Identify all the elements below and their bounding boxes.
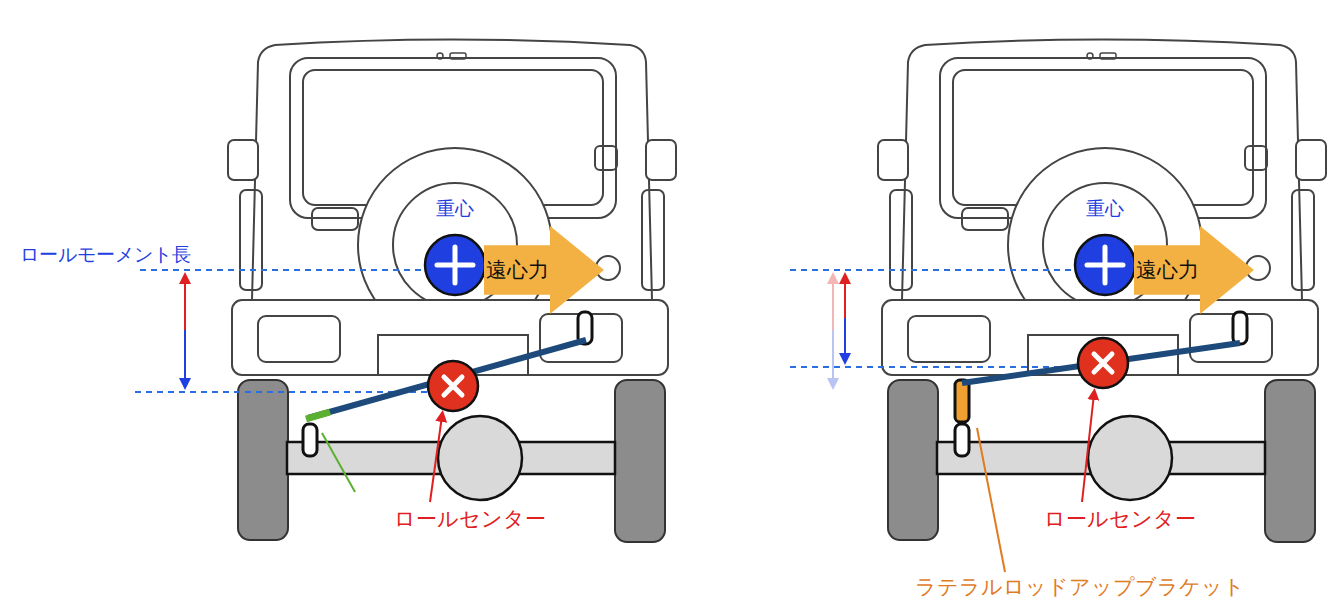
- roll-center-symbol: [428, 361, 478, 411]
- cg-cross: [1087, 247, 1123, 283]
- cg-symbol: [423, 233, 487, 297]
- force-label: 遠心力: [1136, 256, 1199, 284]
- cg-label: 重心: [415, 196, 495, 220]
- axle-bracket: [955, 424, 969, 456]
- body-bracket: [1233, 312, 1247, 344]
- roll-center-symbol: [1078, 338, 1128, 388]
- cg-height-line: [140, 269, 430, 271]
- cg-symbol: [1073, 233, 1137, 297]
- previous-dimension: [832, 278, 834, 330]
- dimension-arrow: [844, 278, 846, 318]
- roll-center-cross: [1094, 354, 1112, 372]
- callout-label: ラテラルロッドアップブラケット: [860, 574, 1300, 601]
- leader-line: [322, 433, 355, 492]
- dimension-label: ロールモーメント長: [20, 242, 260, 267]
- callout-label: ロールセンター: [370, 506, 570, 533]
- previous-dimension: [832, 330, 834, 384]
- force-arrow-shape: [1134, 226, 1254, 314]
- rc-height-line: [135, 391, 430, 393]
- cg-cross: [437, 247, 473, 283]
- force-label: 遠心力: [486, 256, 549, 284]
- vehicle-rear: [878, 40, 1326, 543]
- callout-label: ロールセンター: [1020, 506, 1220, 533]
- leader-line: [977, 428, 1005, 572]
- cg-circle: [1075, 235, 1135, 295]
- dimension-arrow: [184, 330, 186, 384]
- lateral-rod: [308, 340, 586, 418]
- rod-end: [306, 412, 330, 419]
- dimension-arrow: [844, 318, 846, 359]
- center-of-gravity: 重心: [415, 196, 495, 298]
- leader-arrow: [430, 416, 442, 502]
- center-of-gravity: 重心: [1065, 196, 1145, 298]
- cg-label: 重心: [1065, 196, 1145, 220]
- vehicle-rear: [228, 40, 676, 543]
- cg-height-line: [790, 269, 1080, 271]
- centrifugal-force-arrow: 遠心力: [1134, 226, 1254, 314]
- roll-center-cross: [444, 377, 462, 395]
- cg-circle: [425, 235, 485, 295]
- axle-bracket: [303, 424, 317, 456]
- dimension-arrow: [184, 278, 186, 330]
- up-bracket: [955, 380, 969, 422]
- leader-arrow: [1082, 394, 1094, 502]
- force-arrow-shape: [484, 226, 604, 314]
- centrifugal-force-arrow: 遠心力: [484, 226, 604, 314]
